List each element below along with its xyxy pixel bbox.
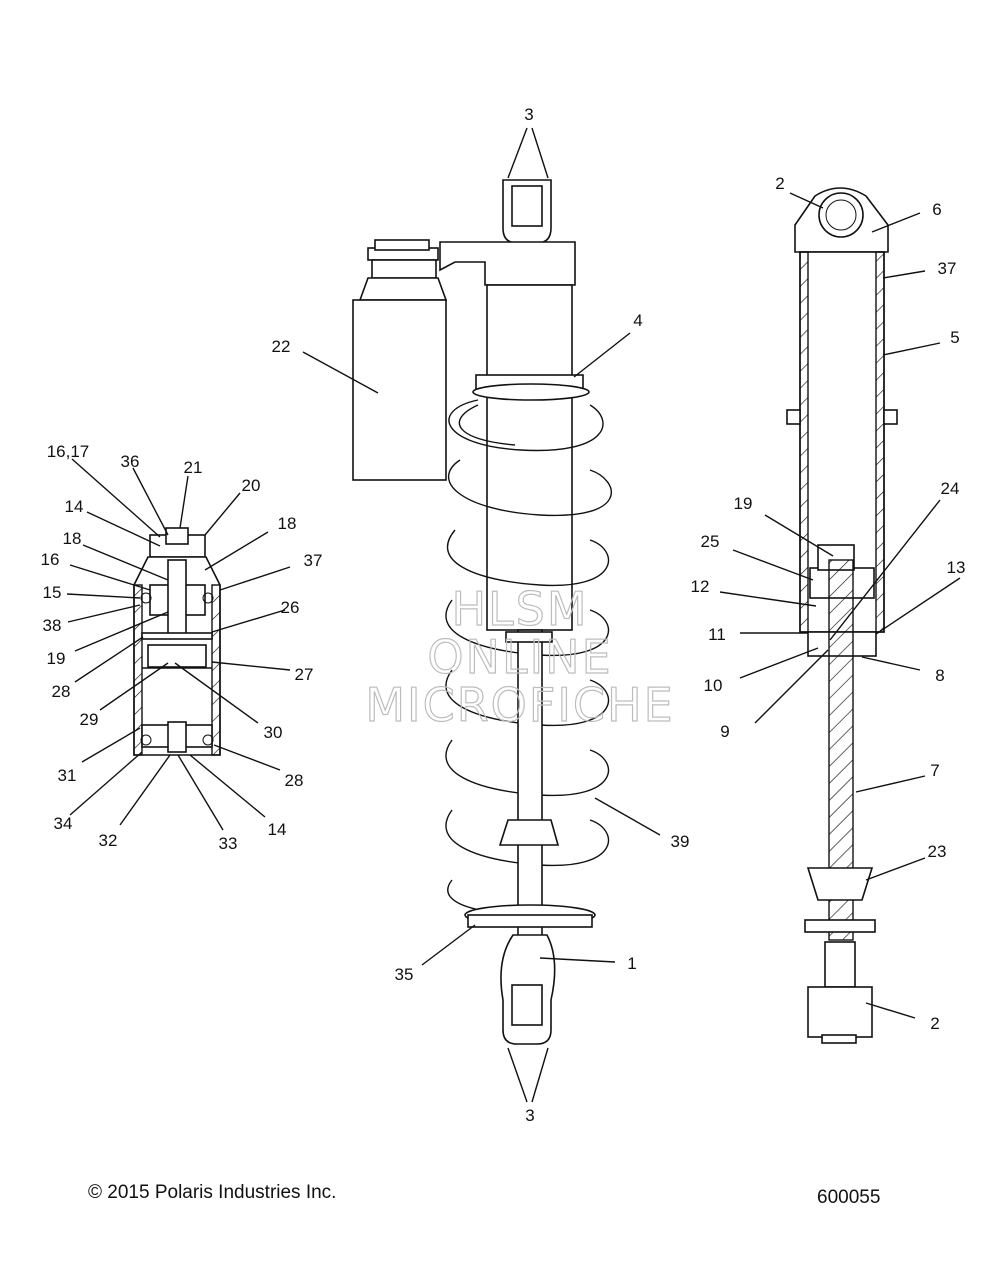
callout-3-top: 3 [524,105,533,124]
callout-18-right: 18 [278,514,297,533]
callout-16: 16 [41,550,60,569]
callout-29: 29 [80,710,99,729]
callout-2-top: 2 [775,174,784,193]
copyright-notice: © 2015 Polaris Industries Inc. [88,1182,337,1203]
callout-14-bottom: 14 [268,820,287,839]
callout-30: 30 [264,723,283,742]
callout-32: 32 [99,831,118,850]
callout-7: 7 [930,761,939,780]
callout-14-top: 14 [65,497,84,516]
callout-18-left: 18 [63,529,82,548]
callout-3-bottom: 3 [525,1106,534,1125]
reservoir-section-view [133,527,221,756]
watermark: HLSM ONLINE MICROFICHE [365,581,674,732]
callout-5: 5 [950,328,959,347]
leader-lines [66,127,961,1103]
callout-39: 39 [671,832,690,851]
callout-4: 4 [633,311,642,330]
callout-8: 8 [935,666,944,685]
callout-24: 24 [941,479,960,498]
callout-labels: 3 22 4 39 35 1 3 2 6 37 5 24 19 25 13 12… [41,105,966,1125]
callout-27: 27 [295,665,314,684]
callout-37-right: 37 [938,259,957,278]
callout-35: 35 [395,965,414,984]
callout-2-bottom: 2 [930,1014,939,1033]
watermark-line-2: ONLINE [427,630,612,684]
watermark-line-1: HLSM [451,582,588,636]
callout-12: 12 [691,577,710,596]
shock-assembly-view [352,179,612,1045]
callout-21: 21 [184,458,203,477]
body-section-view [786,187,898,1044]
callout-38: 38 [43,616,62,635]
callout-26: 26 [281,598,300,617]
callout-37-left: 37 [304,551,323,570]
callout-23: 23 [928,842,947,861]
callout-15: 15 [43,583,62,602]
callout-28-right: 28 [285,771,304,790]
callout-31: 31 [58,766,77,785]
callout-28-left: 28 [52,682,71,701]
callout-16-17: 16,17 [47,442,90,461]
callout-13: 13 [947,558,966,577]
callout-34: 34 [54,814,73,833]
callout-19-right: 19 [734,494,753,513]
callout-1: 1 [627,954,636,973]
callout-11: 11 [708,625,726,644]
callout-6: 6 [932,200,941,219]
callout-22: 22 [272,337,291,356]
figure-number: 600055 [817,1187,881,1208]
callout-33: 33 [219,834,238,853]
callout-10: 10 [704,676,723,695]
callout-20: 20 [242,476,261,495]
callout-9: 9 [720,722,729,741]
callout-19-left: 19 [47,649,66,668]
callout-36: 36 [121,452,140,471]
watermark-line-3: MICROFICHE [365,678,674,732]
callout-25: 25 [701,532,720,551]
